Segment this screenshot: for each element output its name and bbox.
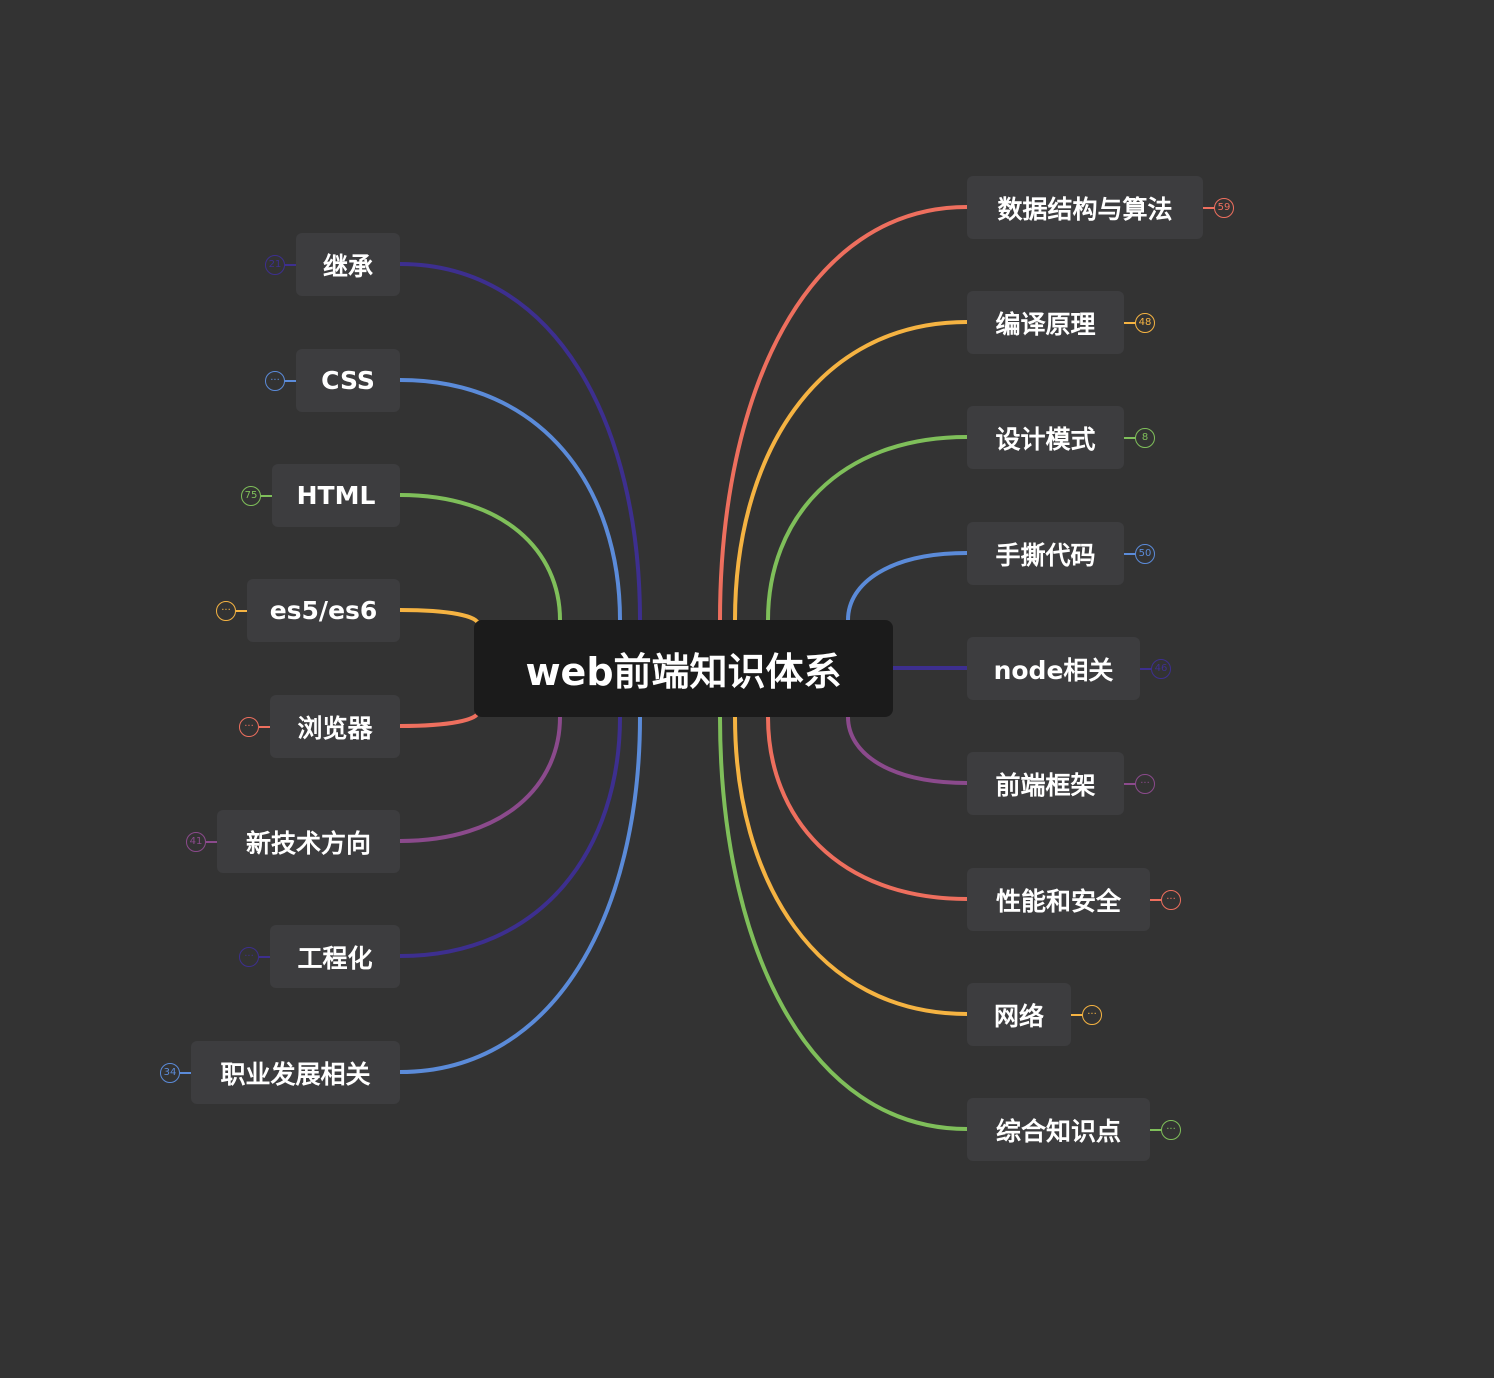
topic-design-patterns[interactable]: 设计模式 <box>967 406 1124 469</box>
topic-css[interactable]: CSS <box>296 349 400 412</box>
topic-general-knowledge[interactable]: 综合知识点 <box>967 1098 1150 1161</box>
branch-line <box>398 493 562 622</box>
collapse-badge-css[interactable]: ··· <box>265 371 285 391</box>
topic-label: 前端框架 <box>995 770 1096 800</box>
badge-connector <box>1150 899 1161 901</box>
topic-compiler[interactable]: 编译原理 <box>967 291 1124 354</box>
branch-line <box>766 715 969 901</box>
collapse-badge-design-patterns[interactable]: 8 <box>1135 428 1155 448</box>
topic-node[interactable]: node相关 <box>967 637 1140 700</box>
collapse-badge-handwritten-code[interactable]: 50 <box>1135 544 1155 564</box>
branch-line <box>398 608 480 626</box>
collapse-badge-frameworks[interactable]: ··· <box>1135 774 1155 794</box>
topic-browser[interactable]: 浏览器 <box>270 695 400 758</box>
badge-connector <box>285 380 296 382</box>
collapse-badge-general-knowledge[interactable]: ··· <box>1161 1120 1181 1140</box>
topic-performance-security[interactable]: 性能和安全 <box>967 868 1150 931</box>
badge-connector <box>1071 1014 1082 1016</box>
topic-label: node相关 <box>993 655 1114 685</box>
topic-label: 网络 <box>993 1001 1044 1031</box>
branch-line <box>733 715 969 1016</box>
topic-label: 综合知识点 <box>995 1116 1121 1146</box>
badge-connector <box>1124 437 1135 439</box>
topic-html[interactable]: HTML <box>272 464 400 527</box>
badge-connector <box>259 956 270 958</box>
collapse-badge-inheritance[interactable]: 21 <box>265 255 285 275</box>
collapse-badge-network[interactable]: ··· <box>1082 1005 1102 1025</box>
branch-line <box>846 551 969 622</box>
collapse-badge-performance-security[interactable]: ··· <box>1161 890 1181 910</box>
collapse-badge-new-tech[interactable]: 41 <box>186 832 206 852</box>
badge-connector <box>1124 322 1135 324</box>
central-topic[interactable]: web前端知识体系 <box>474 620 893 717</box>
topic-career[interactable]: 职业发展相关 <box>191 1041 400 1104</box>
topic-new-tech[interactable]: 新技术方向 <box>217 810 400 873</box>
branch-line <box>398 262 642 622</box>
branch-line <box>398 715 642 1074</box>
branch-line <box>766 435 969 622</box>
badge-connector <box>1124 783 1135 785</box>
collapse-badge-browser[interactable]: ··· <box>239 717 259 737</box>
topic-label: 编译原理 <box>995 309 1096 339</box>
collapse-badge-career[interactable]: 34 <box>160 1063 180 1083</box>
topic-label: 职业发展相关 <box>220 1059 371 1089</box>
topic-label: 工程化 <box>297 943 373 973</box>
topic-label: HTML <box>296 481 376 510</box>
branch-line <box>718 205 969 622</box>
collapse-badge-node[interactable]: 46 <box>1151 659 1171 679</box>
topic-data-structures[interactable]: 数据结构与算法 <box>967 176 1203 239</box>
topic-label: 新技术方向 <box>245 828 371 858</box>
topic-label: 继承 <box>322 251 373 281</box>
topic-label: 数据结构与算法 <box>997 194 1173 224</box>
topic-engineering[interactable]: 工程化 <box>270 925 400 988</box>
collapse-badge-compiler[interactable]: 48 <box>1135 313 1155 333</box>
branch-line <box>718 715 969 1131</box>
topic-network[interactable]: 网络 <box>967 983 1071 1046</box>
badge-connector <box>236 610 247 612</box>
topic-label: 手撕代码 <box>995 540 1096 570</box>
badge-connector <box>259 726 270 728</box>
branch-line <box>733 320 969 622</box>
badge-connector <box>1203 207 1214 209</box>
branch-line <box>398 710 480 728</box>
badge-connector <box>285 264 296 266</box>
central-topic-label: web前端知识体系 <box>525 650 842 694</box>
topic-es5-es6[interactable]: es5/es6 <box>247 579 400 642</box>
branch-line <box>398 715 562 843</box>
branch-line <box>398 715 622 958</box>
badge-connector <box>206 841 217 843</box>
topic-label: 设计模式 <box>995 424 1096 454</box>
collapse-badge-html[interactable]: 75 <box>241 486 261 506</box>
badge-connector <box>180 1072 191 1074</box>
topic-frameworks[interactable]: 前端框架 <box>967 752 1124 815</box>
badge-connector <box>1124 553 1135 555</box>
topic-label: 浏览器 <box>297 713 373 743</box>
branch-line <box>846 715 969 785</box>
collapse-badge-engineering[interactable]: ··· <box>239 947 259 967</box>
topic-inheritance[interactable]: 继承 <box>296 233 400 296</box>
badge-connector <box>261 495 272 497</box>
collapse-badge-data-structures[interactable]: 59 <box>1214 198 1234 218</box>
collapse-badge-es5-es6[interactable]: ··· <box>216 601 236 621</box>
badge-connector <box>1140 668 1151 670</box>
badge-connector <box>1150 1129 1161 1131</box>
topic-handwritten-code[interactable]: 手撕代码 <box>967 522 1124 585</box>
topic-label: es5/es6 <box>269 596 378 625</box>
topic-label: 性能和安全 <box>995 886 1121 916</box>
topic-label: CSS <box>321 366 375 395</box>
branch-line <box>398 378 622 622</box>
